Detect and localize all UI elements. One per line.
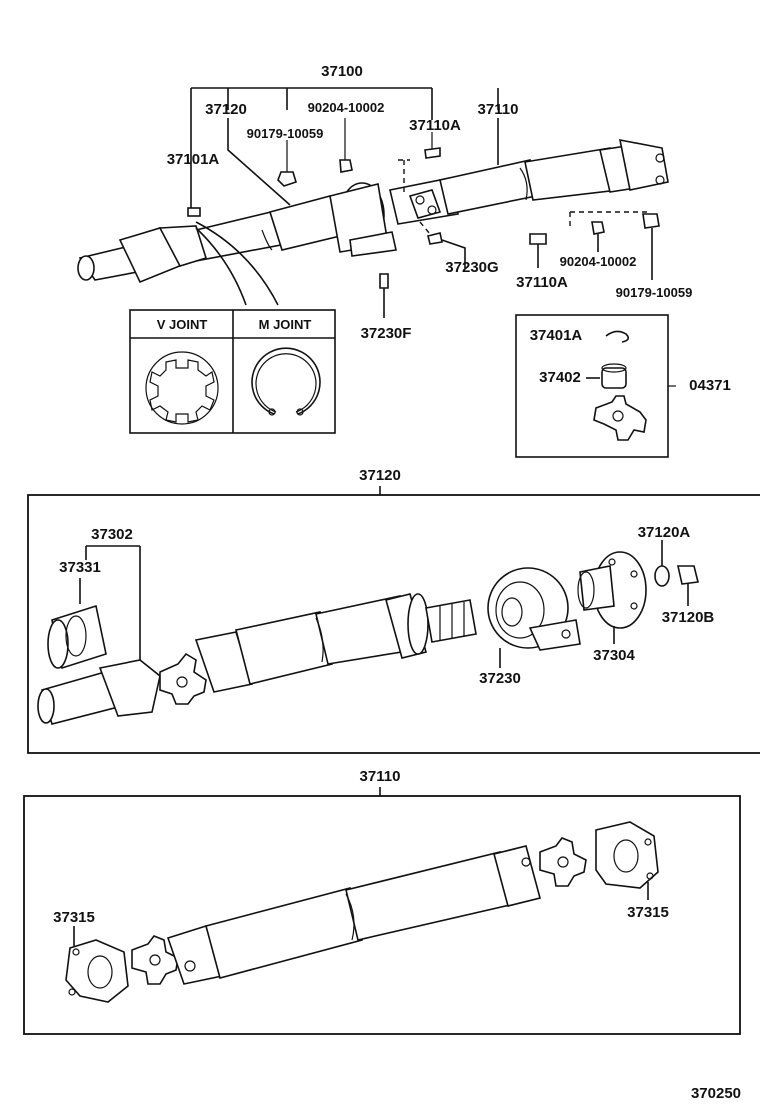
bearing-cup-37402-icon: [601, 363, 627, 389]
label-37110-top: 37110: [478, 101, 519, 118]
label-90179-top: 90179-10059: [247, 126, 324, 141]
label-37304: 37304: [593, 647, 635, 664]
label-37401a: 37401A: [530, 327, 583, 344]
label-37402: 37402: [539, 369, 581, 386]
label-37110a-top: 37110A: [409, 117, 461, 134]
section-37110: 37110 37315: [23, 768, 741, 1035]
label-37331: 37331: [59, 559, 101, 576]
v-joint-spline-icon: [145, 351, 219, 425]
nut-90179-right: [642, 213, 660, 229]
label-90204-right: 90204-10002: [560, 254, 637, 269]
diagram-code: 370250: [691, 1085, 741, 1102]
label-m-joint: M JOINT: [259, 317, 312, 332]
front-shaft-37120: [77, 195, 341, 284]
center-bearing-top: [329, 182, 397, 257]
label-37120a: 37120A: [638, 524, 691, 541]
grease-fitting-37101a: [187, 207, 201, 217]
spider-left-section3: [131, 935, 179, 985]
flange-yoke-right-37315: [595, 821, 659, 900]
label-37100: 37100: [321, 63, 363, 80]
assembly-37100-section: 37100 37120 90204-10002 37110 90179-1005…: [77, 63, 693, 342]
label-90179-right: 90179-10059: [616, 285, 693, 300]
label-04371: 04371: [689, 377, 731, 394]
bolt-37230f: [379, 273, 389, 289]
label-v-joint: V JOINT: [157, 317, 208, 332]
middle-universal-joint: [408, 189, 442, 219]
nut-90179-top: [277, 171, 297, 187]
label-37101a: 37101A: [167, 151, 220, 168]
center-bearing-37230: [487, 567, 581, 668]
sleeve-yoke-37302: [37, 659, 161, 725]
label-37230: 37230: [479, 670, 521, 687]
flange-37304: [577, 551, 647, 644]
label-37230g: 37230G: [445, 259, 498, 276]
flange-yoke-left-37315: [65, 926, 129, 1003]
tube-section3: [166, 845, 541, 985]
spider-kit-box: 37401A 37402 04371: [515, 314, 731, 458]
label-37230f: 37230F: [361, 325, 412, 342]
label-90204-top: 90204-10002: [308, 100, 385, 115]
label-37315-right: 37315: [627, 904, 669, 921]
label-37302: 37302: [91, 526, 133, 543]
bolt-37110a-right: [529, 233, 547, 245]
washer-37120a: [654, 565, 670, 587]
bolt-37110a-top: [424, 147, 441, 159]
label-37120-top: 37120: [205, 101, 247, 118]
snap-ring-37401a-icon: [605, 330, 630, 343]
dust-cover-37331: [47, 604, 107, 670]
spider-section2: [159, 652, 207, 705]
washer-37230g: [427, 232, 443, 245]
washer-90204-right: [591, 221, 605, 235]
section-37110-title: 37110: [360, 768, 401, 785]
universal-joint-spider-icon: [593, 395, 647, 441]
section-37120-title: 37120: [359, 467, 401, 484]
label-37110a-bottom: 37110A: [516, 274, 568, 291]
nut-37120b: [677, 565, 699, 585]
m-joint-snap-ring-icon: [251, 347, 321, 416]
section-37120: 37120 37302 37331: [27, 467, 760, 754]
washer-90204-top: [339, 159, 353, 173]
tube-section2: [194, 593, 477, 693]
label-37120b: 37120B: [662, 609, 715, 626]
joint-type-table: V JOINT M JOINT: [129, 309, 336, 434]
spider-right-section3: [539, 837, 587, 887]
label-37315-left: 37315: [53, 909, 95, 926]
